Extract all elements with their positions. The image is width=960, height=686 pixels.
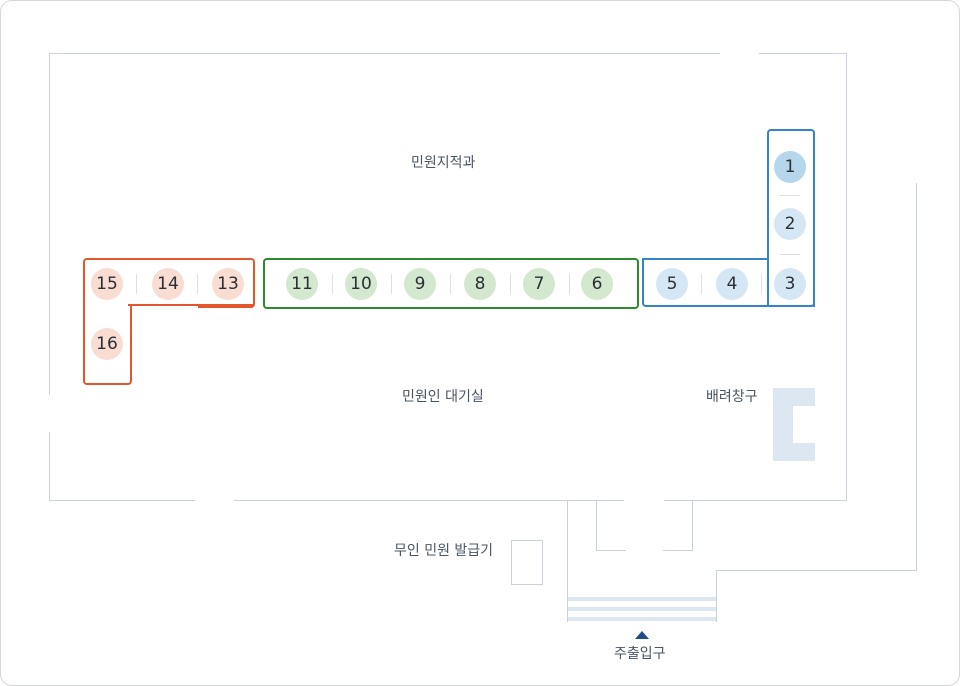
entrance-stair-2 [568, 607, 716, 611]
kiosk-machine[interactable] [511, 540, 543, 585]
counter-group-blue-column [767, 129, 815, 307]
counter-14[interactable]: 14 [152, 268, 184, 300]
outer-wall-bottom [716, 570, 917, 571]
divider [332, 274, 333, 294]
kiosk-label: 무인 민원 발급기 [394, 543, 494, 559]
corridor-inner-left [596, 500, 597, 551]
counter-3[interactable]: 3 [774, 268, 806, 300]
counter-9[interactable]: 9 [404, 268, 436, 300]
wall-left-lower [49, 432, 50, 501]
counter-1[interactable]: 1 [774, 151, 806, 183]
wall-bottom-mid [234, 500, 624, 501]
entrance-label: 주출입구 [614, 646, 666, 662]
divider [780, 195, 800, 196]
divider [450, 274, 451, 294]
counter-group-orange [198, 258, 255, 308]
divider [780, 254, 800, 255]
corridor-left [567, 500, 568, 622]
counter-6[interactable]: 6 [581, 268, 613, 300]
counter-2[interactable]: 2 [774, 208, 806, 240]
counter-5[interactable]: 5 [656, 268, 688, 300]
divider [761, 274, 762, 294]
divider [391, 274, 392, 294]
corridor-inner-bottom-right [663, 550, 693, 551]
corridor-inner-right [692, 500, 693, 551]
divider [569, 274, 570, 294]
blue-row-top-edge [642, 258, 767, 260]
counter-8[interactable]: 8 [464, 268, 496, 300]
wall-right [846, 53, 847, 501]
waiting-room-label: 민원인 대기실 [402, 389, 484, 405]
counter-13[interactable]: 13 [212, 268, 244, 300]
counter-group-orange-stem [83, 304, 132, 385]
priority-window-label: 배려창구 [706, 389, 758, 405]
wall-left-upper [49, 53, 50, 395]
divider [510, 274, 511, 294]
wall-bottom-left [49, 500, 195, 501]
wall-bottom-right [664, 500, 847, 501]
priority-window-counter-bottom [773, 443, 815, 461]
counter-group-orange-l [83, 258, 200, 306]
entrance-arrow-icon [635, 631, 649, 639]
main-office-label: 민원지적과 [411, 155, 476, 171]
counter-15[interactable]: 15 [91, 268, 123, 300]
entrance-stair-3 [568, 617, 716, 621]
counter-16[interactable]: 16 [91, 328, 123, 360]
counter-11[interactable]: 11 [286, 268, 318, 300]
corridor-right [716, 570, 717, 622]
counter-10[interactable]: 10 [345, 268, 377, 300]
priority-window-counter-side [773, 388, 793, 461]
counter-4[interactable]: 4 [716, 268, 748, 300]
divider [701, 274, 702, 294]
counter-group-green [263, 258, 639, 309]
outer-wall-right [916, 183, 917, 571]
entrance-stair-1 [568, 597, 716, 601]
blue-row-left-top-corner [642, 258, 644, 268]
counter-7[interactable]: 7 [523, 268, 555, 300]
divider [197, 274, 198, 294]
orange-stem-connector [128, 304, 253, 306]
corridor-inner-bottom-left [596, 550, 626, 551]
wall-top-right [759, 53, 847, 54]
wall-top-left [49, 53, 720, 54]
divider [136, 274, 137, 294]
